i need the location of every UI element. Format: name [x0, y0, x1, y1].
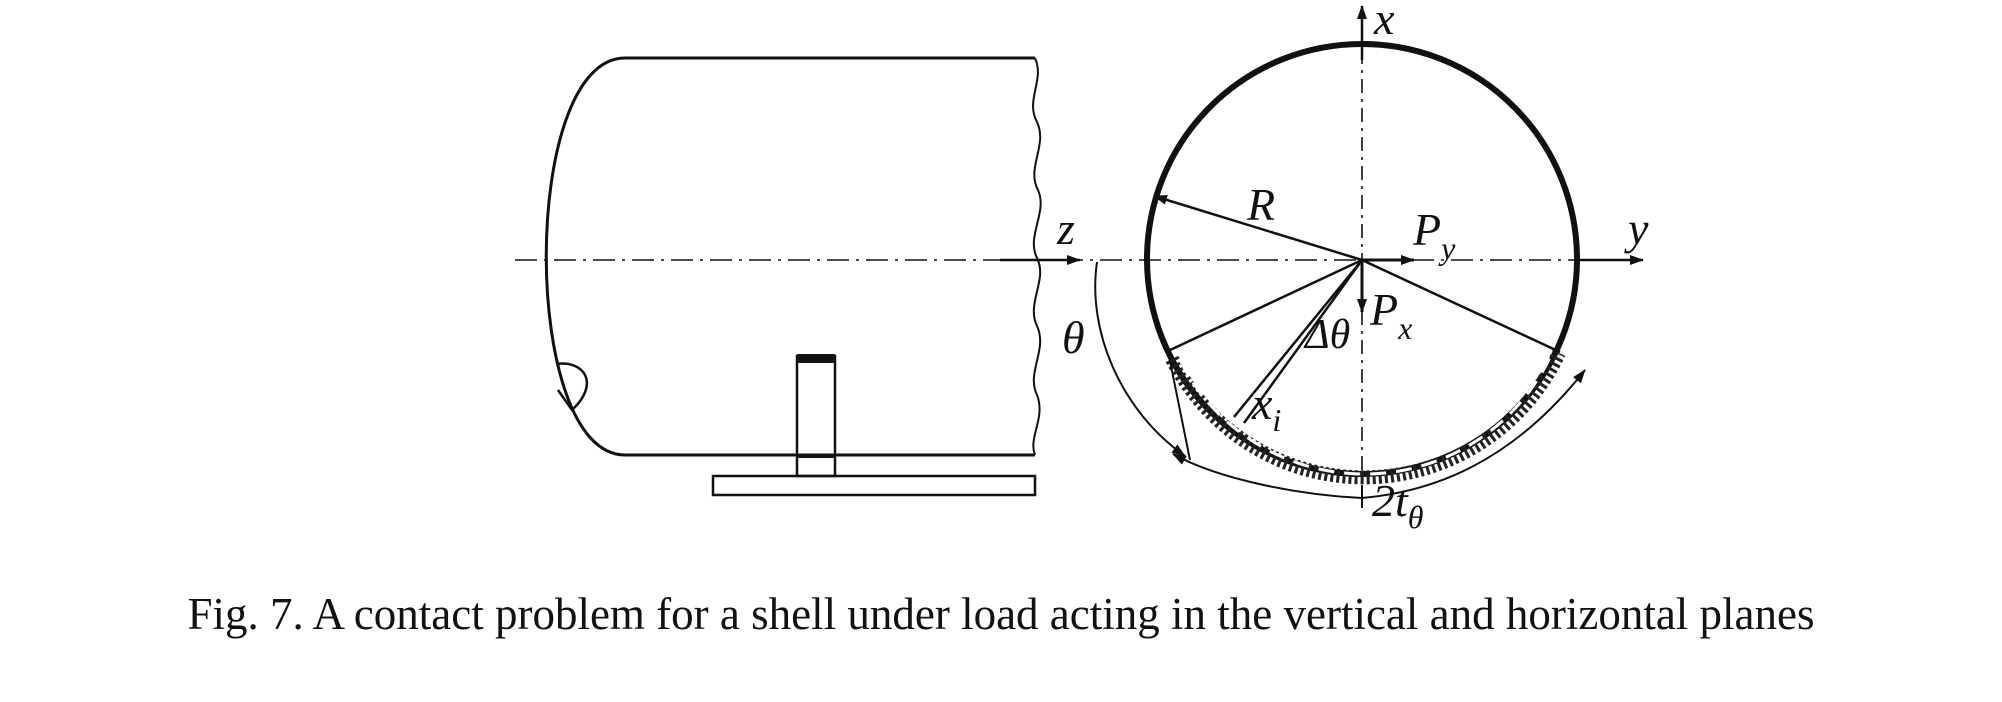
x-i-label: xi: [1251, 378, 1281, 438]
p-x-label: Px: [1369, 284, 1412, 346]
two-t-dimension-right: [1361, 369, 1586, 499]
right-boundary-ray: [1361, 258, 1561, 354]
two-t-label: 2tθ: [1372, 475, 1424, 535]
p-y-main: P: [1412, 204, 1441, 255]
x-i-main: x: [1251, 378, 1273, 429]
element-ray-1: [1233, 259, 1363, 418]
p-y-subscript: y: [1438, 230, 1456, 266]
x-axis-label: x: [1373, 0, 1395, 44]
theta-extension-line: [1167, 350, 1191, 461]
two-t-subscript: θ: [1408, 499, 1424, 535]
contact-zone-inner-line: [1178, 352, 1554, 476]
radius-arrow: [1153, 194, 1363, 262]
radius-label: R: [1246, 179, 1275, 230]
z-axis-label: z: [1056, 203, 1075, 254]
base-plate: [711, 474, 1037, 497]
theta-label: θ: [1062, 312, 1085, 363]
shell-end-mark: [555, 362, 589, 412]
two-t-main: 2t: [1372, 475, 1409, 526]
p-y-label: Py: [1412, 204, 1456, 266]
shell-body-outline: [544, 56, 1035, 457]
figure-caption: Fig. 7. A contact problem for a shell un…: [187, 589, 1815, 639]
support-post-cap: [797, 354, 835, 363]
y-axis-label: y: [1624, 203, 1649, 254]
shell-break-line: [1032, 57, 1042, 456]
shell-cross-section: [1144, 41, 1580, 485]
contact-boundary-rays: [1167, 258, 1561, 424]
left-boundary-ray: [1167, 258, 1363, 353]
p-x-subscript: x: [1397, 310, 1412, 346]
x-i-subscript: i: [1272, 402, 1281, 438]
delta-theta-label: Δθ: [1303, 312, 1350, 358]
p-x-main: P: [1369, 284, 1398, 335]
two-t-dimension-left: [1172, 453, 1363, 499]
contact-zone-band: [1165, 350, 1566, 485]
element-ray-2: [1242, 259, 1364, 424]
shell-side-view: [544, 56, 1042, 497]
theta-arc: [1094, 261, 1186, 457]
